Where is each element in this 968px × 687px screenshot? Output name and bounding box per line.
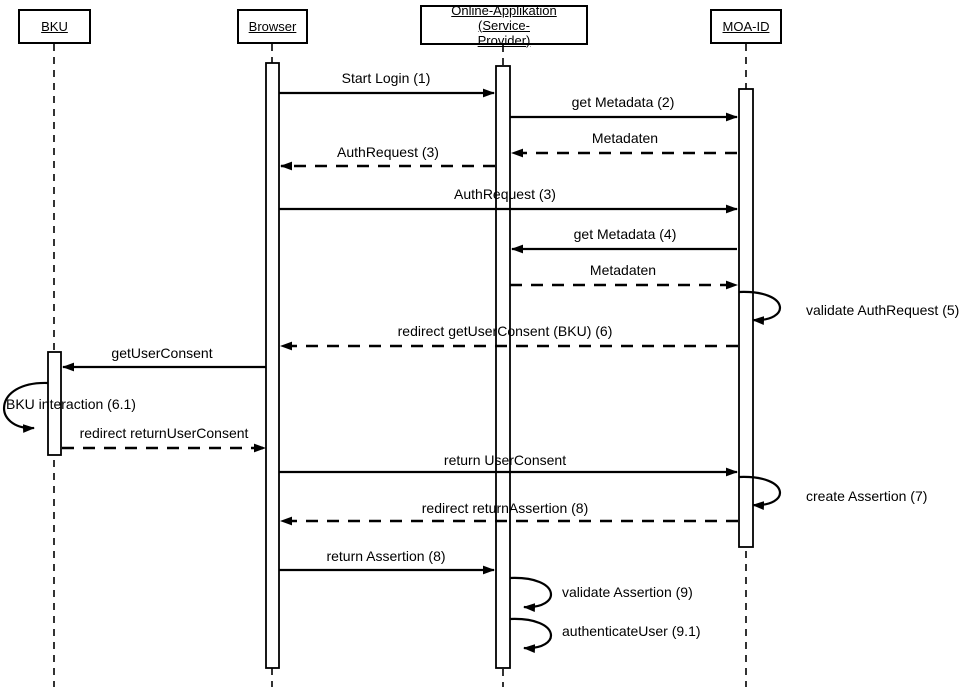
lifeline-header-browser[interactable]: Browser xyxy=(237,9,308,44)
activation-bar-oa[interactable] xyxy=(495,65,511,669)
self-message-arrow[interactable] xyxy=(509,617,552,653)
activation-bar-browser[interactable] xyxy=(265,62,280,669)
message-label-m2: get Metadata (2) xyxy=(571,94,675,110)
message-label-m11: BKU interaction (6.1) xyxy=(6,396,136,412)
message-label-m7: Metadaten xyxy=(589,262,657,278)
activation-bar-moaid[interactable] xyxy=(738,88,754,548)
message-label-m17: validate Assertion (9) xyxy=(562,584,693,600)
message-label-m18: authenticateUser (9.1) xyxy=(562,623,701,639)
message-label-m16: return Assertion (8) xyxy=(326,548,446,564)
message-label-m6: get Metadata (4) xyxy=(573,226,677,242)
lifeline-header-oa[interactable]: Online-Applikation (Service- Provider) xyxy=(420,2,588,48)
lifeline-label-moaid: MOA-ID xyxy=(722,19,770,34)
self-message-arrow[interactable] xyxy=(2,381,49,433)
message-arrows xyxy=(2,88,781,653)
message-label-m4: AuthRequest (3) xyxy=(337,144,439,160)
message-label-m14: create Assertion (7) xyxy=(806,488,928,504)
lifeline-label-browser: Browser xyxy=(248,19,297,34)
message-label-m10: getUserConsent xyxy=(111,345,213,361)
message-label-m15: redirect returnAssertion (8) xyxy=(421,500,589,516)
message-label-m13: return UserConsent xyxy=(443,452,567,468)
message-label-m3: Metadaten xyxy=(591,130,659,146)
lifeline-header-bku[interactable]: BKU xyxy=(18,9,91,44)
lifeline-header-moaid[interactable]: MOA-ID xyxy=(710,9,782,44)
message-label-m12: redirect returnUserConsent xyxy=(79,425,249,441)
activation-bars xyxy=(47,62,754,669)
self-message-arrow[interactable] xyxy=(738,290,781,325)
self-message-arrow[interactable] xyxy=(738,475,781,510)
message-label-m1: Start Login (1) xyxy=(341,70,431,86)
message-label-m9: redirect getUserConsent (BKU) (6) xyxy=(397,323,613,339)
activation-bar-bku[interactable] xyxy=(47,351,62,456)
lifeline-label-oa: Online-Applikation (Service- Provider) xyxy=(451,2,557,48)
self-message-arrow[interactable] xyxy=(509,576,552,612)
lifeline-label-bku: BKU xyxy=(41,19,68,34)
message-label-m8: validate AuthRequest (5) xyxy=(806,302,960,318)
message-label-m5: AuthRequest (3) xyxy=(454,186,556,202)
